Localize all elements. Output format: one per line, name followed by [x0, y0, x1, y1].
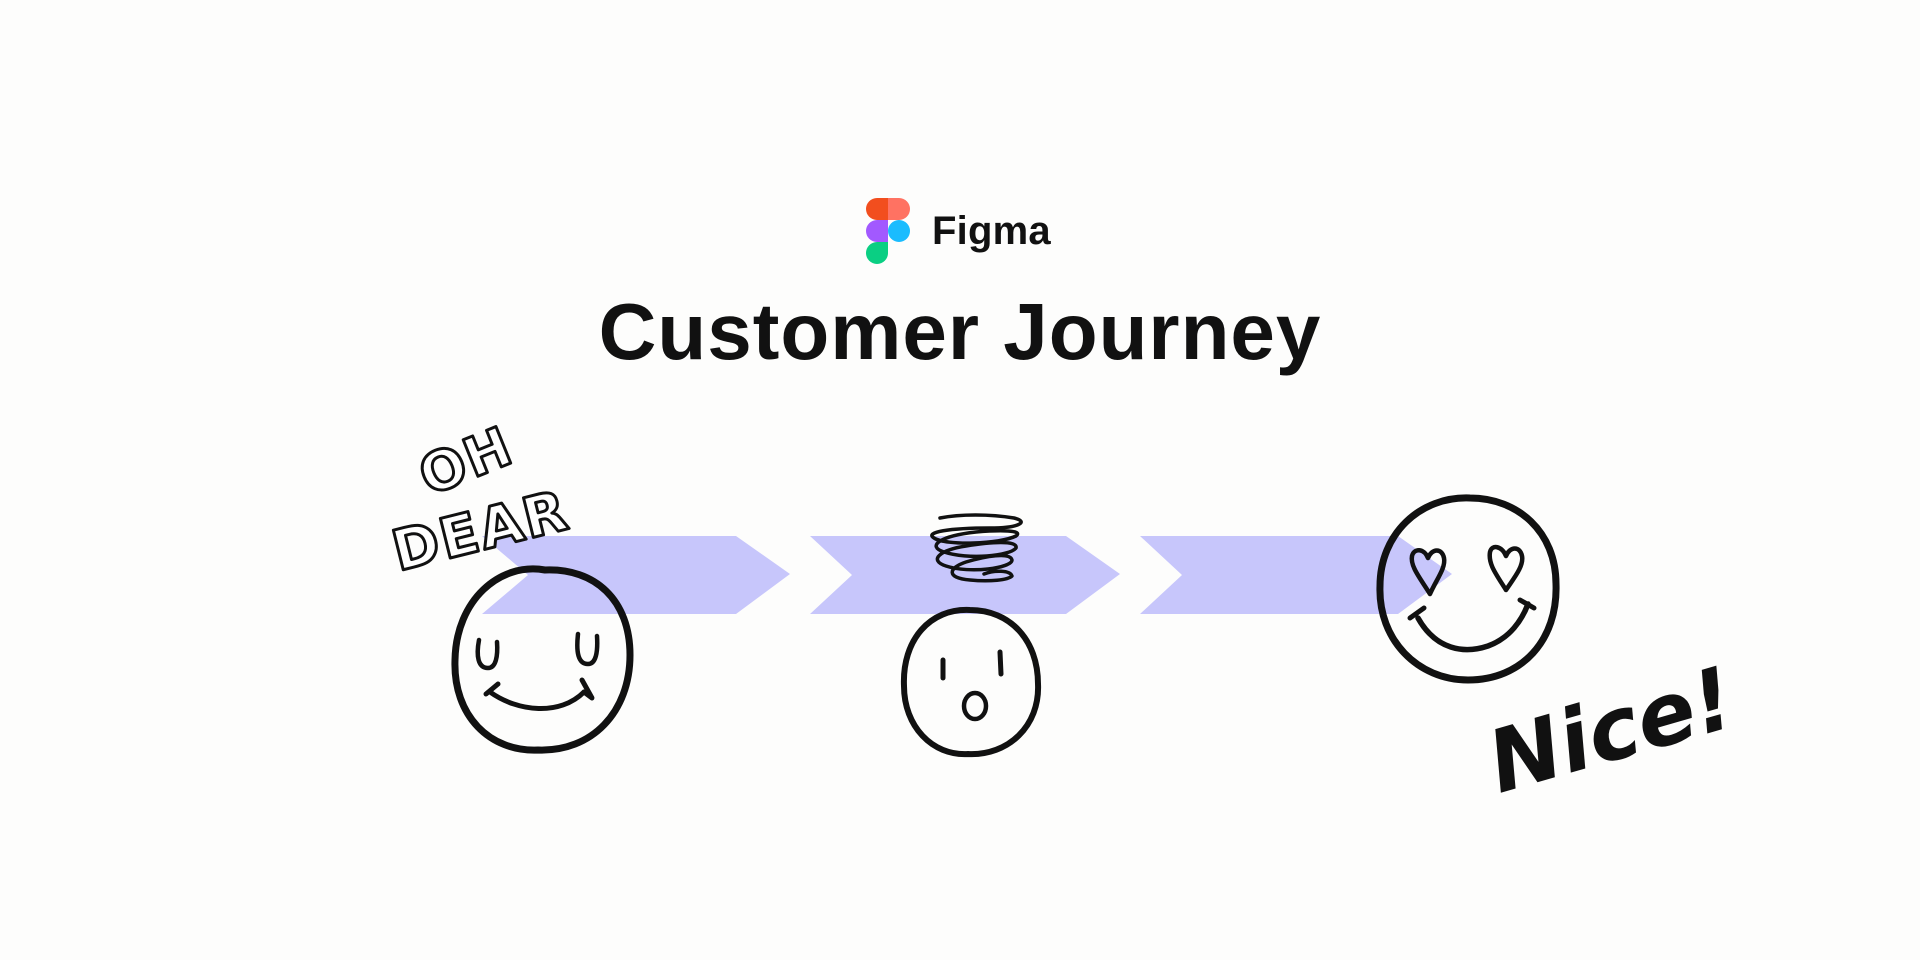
- nice-exclamation: Nice!: [1477, 648, 1745, 813]
- journey-arrow-stage-2: [810, 536, 1120, 614]
- figma-logo-icon: [866, 198, 910, 264]
- journey-arrow-stage-1: [482, 536, 790, 614]
- brand-name: Figma: [932, 208, 1051, 253]
- journey-arrow-stage-3: [1140, 536, 1452, 614]
- svg-text:Nice!: Nice!: [1477, 648, 1745, 813]
- journey-arrows: [482, 536, 1452, 614]
- page-title: Customer Journey: [598, 287, 1322, 376]
- sad-face-icon: [451, 565, 634, 754]
- brand-header: Figma: [866, 198, 1051, 264]
- surprised-dizzy-face-icon: [900, 513, 1042, 758]
- heart-eyes-face-icon: [1376, 494, 1560, 684]
